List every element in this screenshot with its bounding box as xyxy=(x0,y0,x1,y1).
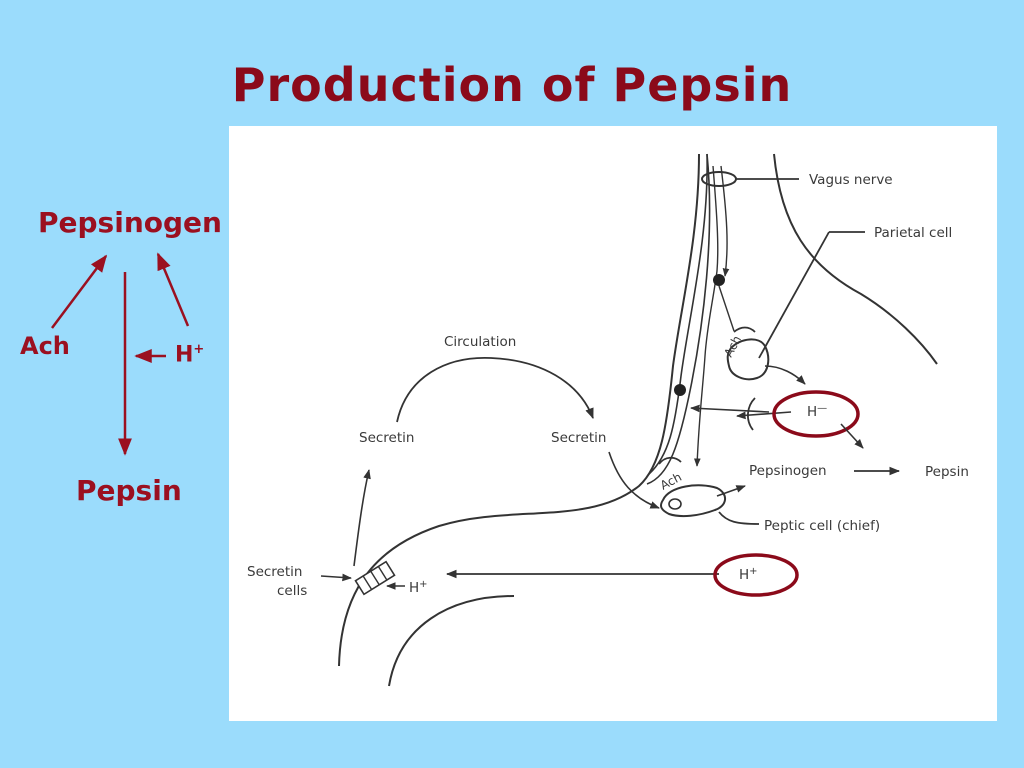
label-circulation: Circulation xyxy=(444,334,516,350)
parietal-cell-pointer xyxy=(758,231,830,359)
acid-feedback-arrow xyxy=(690,404,770,413)
acid-to-receptor-arrow xyxy=(736,411,792,420)
h-minus-letter: H xyxy=(807,404,817,420)
secretin-cells-pointer xyxy=(320,573,352,582)
label-h-plus-left: H+ xyxy=(409,579,428,596)
label-secretin-left: Secretin xyxy=(359,430,414,446)
secretin-cells-to-blood-arrow xyxy=(353,469,371,567)
scheme-h-plus-letter: H xyxy=(175,342,194,368)
h-minus-highlight-ring xyxy=(772,390,860,438)
scheme-arrows xyxy=(51,252,190,456)
acid-feedback-receptor xyxy=(747,397,756,431)
label-pepsin: Pepsin xyxy=(925,464,969,480)
h-minus-sup: — xyxy=(817,403,827,414)
parietal-cell-shape xyxy=(726,338,770,381)
h-plus-left-sup: + xyxy=(419,579,427,590)
label-vagus-nerve: Vagus nerve xyxy=(809,172,893,188)
ach-receptor-lower xyxy=(658,456,682,465)
h-plus-right-letter: H xyxy=(739,567,749,583)
diagram-artwork: Vagus nerve Ach Parietal cell H— Ach Pep… xyxy=(247,153,969,687)
acid-to-pepsin-arrow xyxy=(840,423,864,449)
peptic-cell-shape xyxy=(660,484,726,518)
h-plus-left-letter: H xyxy=(409,580,419,596)
parietal-to-acid-arrow xyxy=(764,365,806,385)
scheme-h-plus: H+ xyxy=(175,342,204,367)
label-parietal-cell: Parietal cell xyxy=(874,225,952,241)
label-pepsinogen: Pepsinogen xyxy=(749,463,827,479)
gland-outline-left xyxy=(338,153,700,667)
label-secretin-cells-1: Secretin xyxy=(247,564,302,580)
gland-outline-right-inner xyxy=(646,153,711,485)
h-plus-highlight-ring xyxy=(713,553,799,597)
h-plus-arrow xyxy=(156,252,190,327)
pepsin-activation-scheme: Pepsinogen Ach H+ Pepsin xyxy=(0,190,230,530)
label-secretin-cells-2: cells xyxy=(277,583,307,599)
gland-outline-inner xyxy=(648,153,708,475)
label-h-minus: H— xyxy=(807,403,827,420)
secretin-cells-block xyxy=(354,560,396,596)
gland-outline-lower xyxy=(388,595,515,687)
scheme-ach: Ach xyxy=(20,332,70,360)
peptic-to-pepsinogen-arrow xyxy=(716,485,746,497)
label-ach-upper: Ach xyxy=(721,333,744,359)
nerve-fiber-right xyxy=(720,165,730,277)
scheme-h-plus-sup: + xyxy=(193,342,205,357)
circulation-arc xyxy=(396,357,594,423)
peptic-cell-nucleus xyxy=(668,498,682,510)
ach-arrow xyxy=(51,254,108,329)
label-peptic-cell: Peptic cell (chief) xyxy=(764,518,880,534)
label-secretin-right: Secretin xyxy=(551,430,606,446)
ach-receptor-upper xyxy=(733,326,756,333)
h-plus-right-sup: + xyxy=(749,566,757,577)
synapse-node-upper xyxy=(713,274,725,286)
scheme-pepsinogen: Pepsinogen xyxy=(38,206,222,239)
synapse-node-lower xyxy=(674,384,686,396)
stomach-wall-right xyxy=(773,153,938,365)
peptic-cell-pointer xyxy=(718,511,760,525)
fiber-to-parietal xyxy=(718,285,735,332)
slide-title: Production of Pepsin xyxy=(231,58,793,112)
secretin-to-chief-arrow xyxy=(608,451,660,509)
nerve-fiber-left xyxy=(693,165,719,467)
scheme-pepsin: Pepsin xyxy=(76,474,182,507)
label-h-plus-right: H+ xyxy=(739,566,758,583)
pepsin-production-diagram: Vagus nerve Ach Parietal cell H— Ach Pep… xyxy=(229,126,997,721)
